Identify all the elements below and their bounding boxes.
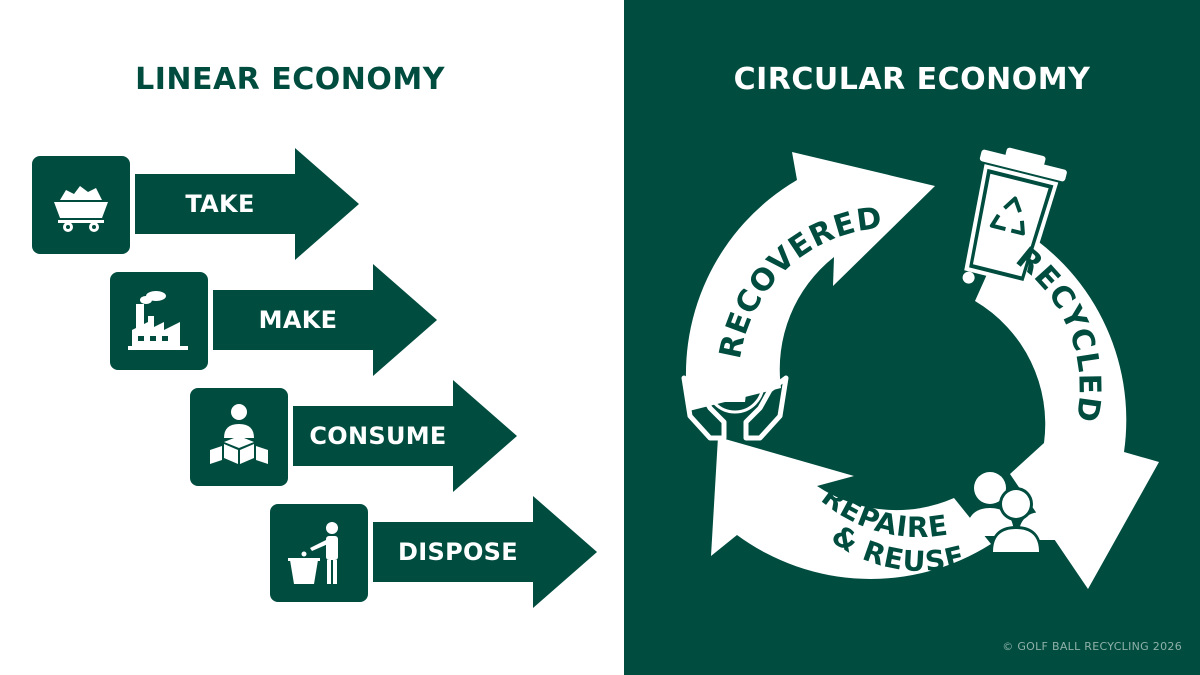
mine-cart-icon: [32, 156, 130, 254]
make-label: MAKE: [258, 306, 338, 334]
person-disposing-trash-icon: [270, 504, 368, 602]
recovered-arrow: [685, 152, 935, 411]
circular-cycle-diagram: RECOVERED RECYCLED REPAIRED & REUSED: [624, 0, 1159, 589]
recycling-bin-icon: [962, 147, 1067, 297]
dispose-label: DISPOSE: [398, 538, 518, 566]
recycled-arrow: [975, 223, 1159, 589]
consumer-boxes-icon: [190, 388, 288, 486]
consume-arrow: [293, 380, 517, 492]
factory-icon: [110, 272, 208, 370]
hands-holding-bin-icon: [681, 354, 789, 441]
take-arrow: [135, 148, 359, 260]
people-group-icon: [966, 472, 1066, 554]
repaired-reused-arrow: [711, 437, 991, 579]
circular-economy-title: CIRCULAR ECONOMY: [733, 62, 1091, 97]
linear-economy-panel: LINEAR ECONOMY TAKE: [32, 62, 597, 608]
take-label: TAKE: [185, 190, 255, 218]
linear-economy-title: LINEAR ECONOMY: [135, 62, 445, 97]
circular-economy-panel: CIRCULAR ECONOMY: [624, 0, 1200, 675]
dispose-arrow: [373, 496, 597, 608]
copyright-text: © GOLF BALL RECYCLING 2026: [1002, 640, 1182, 653]
consume-label: CONSUME: [309, 422, 447, 450]
make-arrow: [213, 264, 437, 376]
